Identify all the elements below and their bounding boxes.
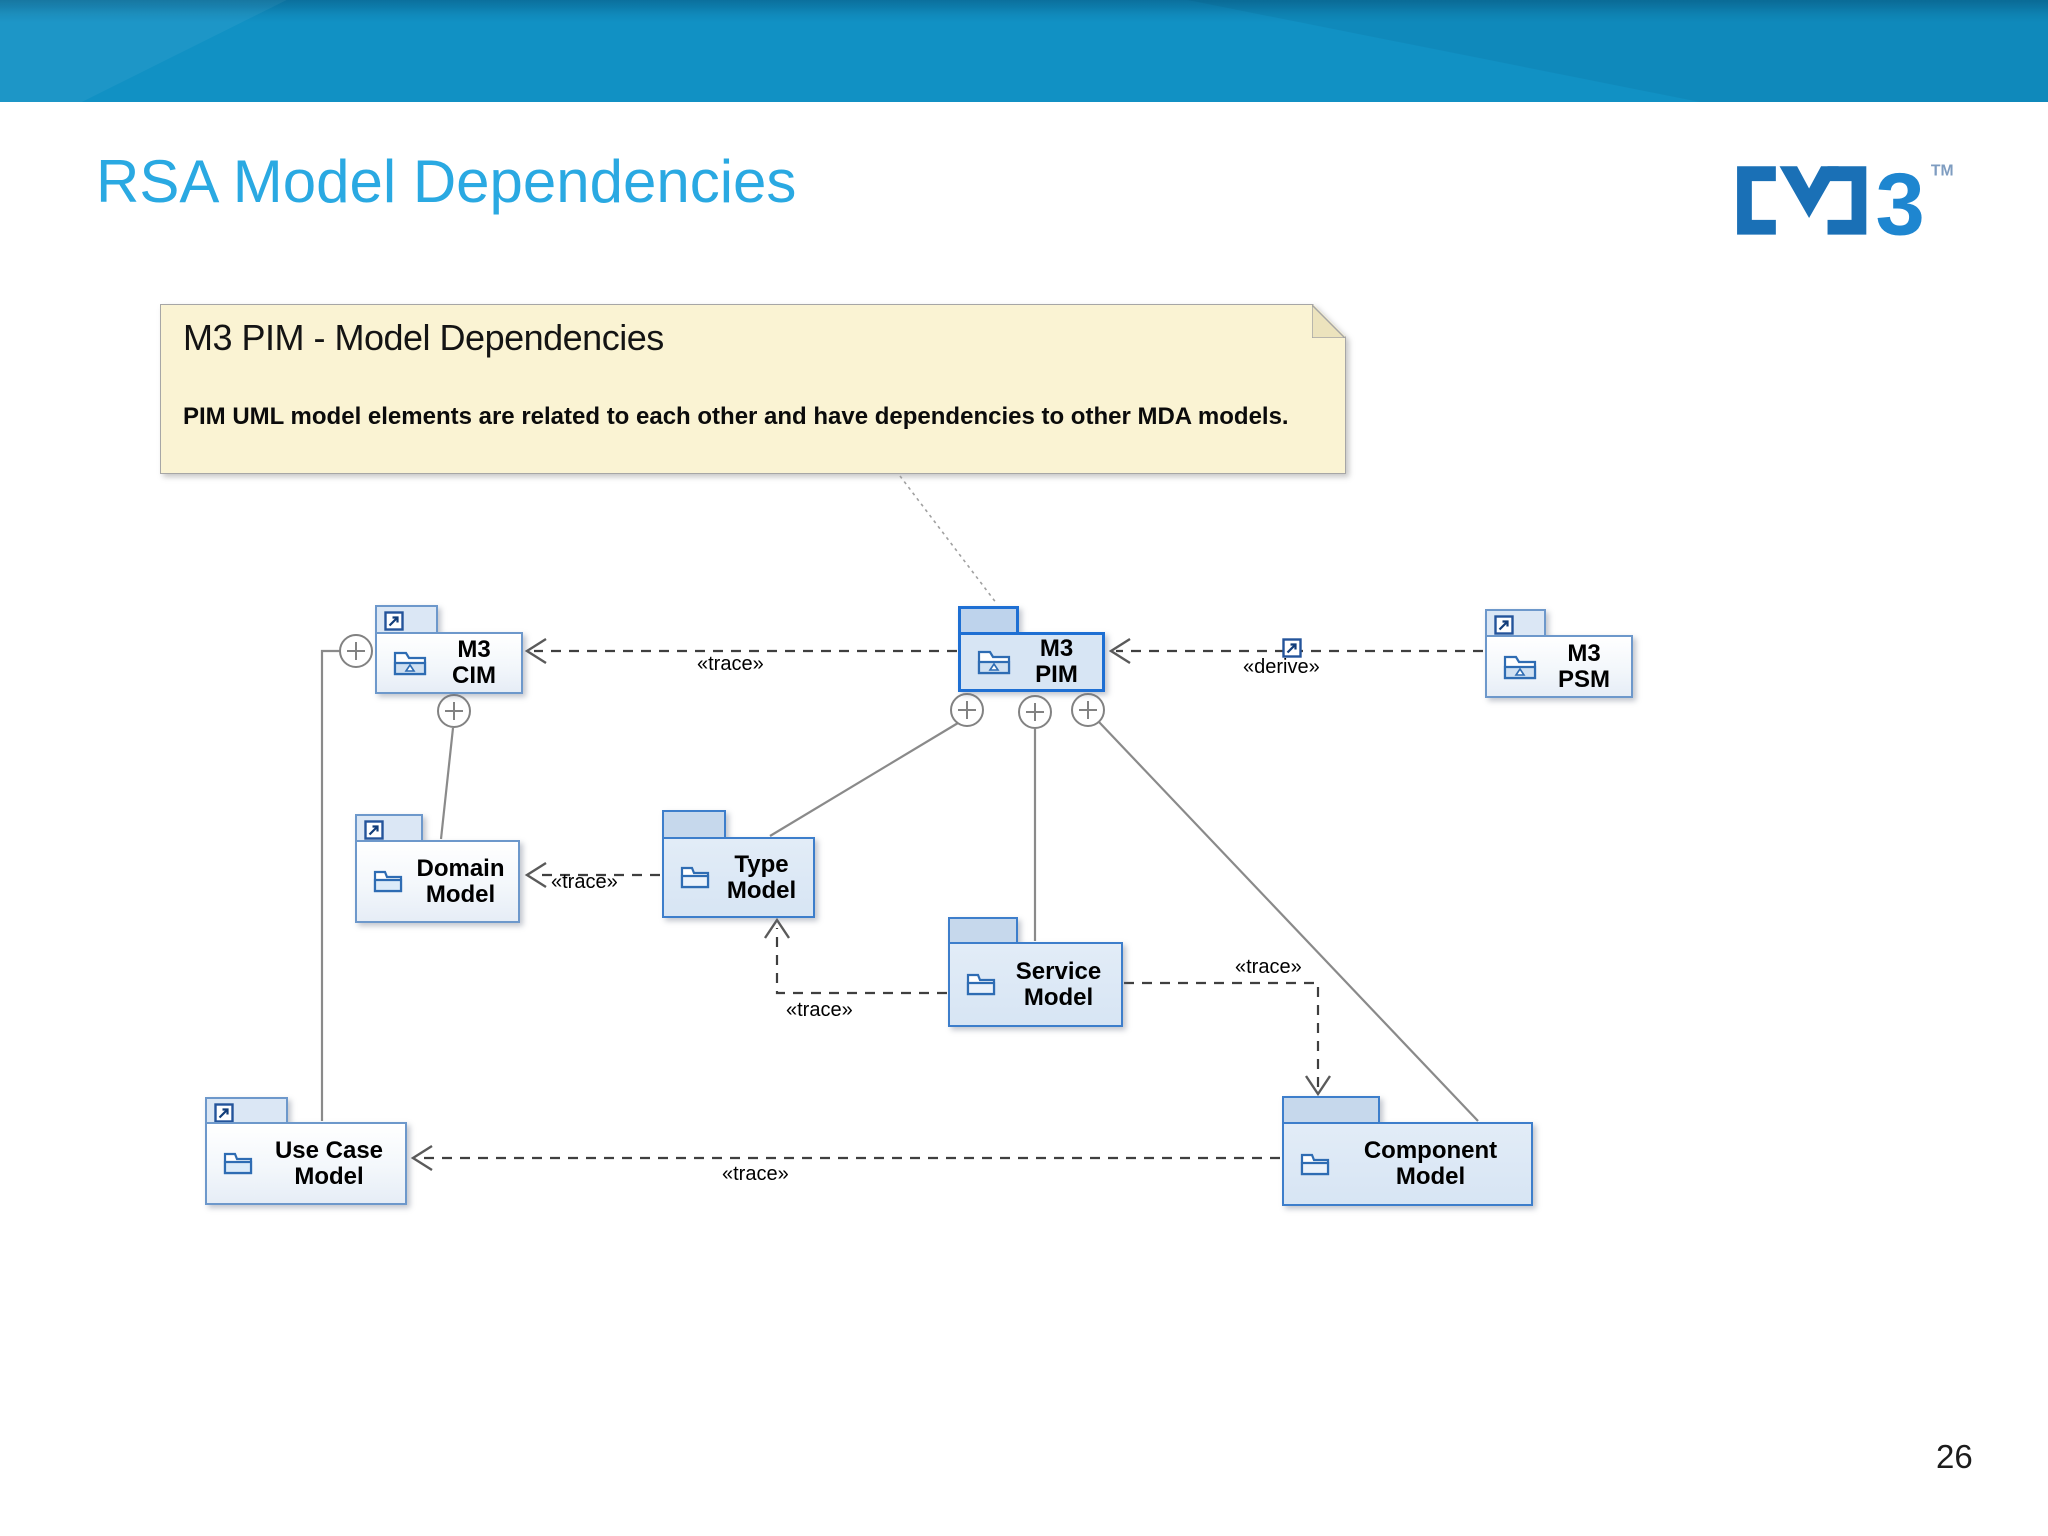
diagram-link-icon [384, 611, 404, 631]
note-fold-corner [1312, 305, 1345, 338]
diagram-link-icon [364, 820, 384, 840]
package-body: M3 CIM [375, 632, 523, 694]
package-tab [355, 814, 423, 840]
containment-plus-icon [437, 694, 471, 728]
package-tab [958, 606, 1019, 632]
diagram-link-icon [214, 1103, 234, 1123]
package-body: Domain Model [355, 840, 520, 923]
arrowhead [410, 1144, 433, 1172]
containment-cim-usecase [320, 649, 340, 1121]
package-tab [205, 1097, 288, 1123]
package-tab [1282, 1096, 1380, 1122]
trace-service-to-type [775, 928, 947, 995]
page-number: 26 [1936, 1438, 1973, 1475]
note-anchor-line [899, 475, 998, 605]
folder-icon [1300, 1153, 1330, 1175]
package-m3-cim[interactable]: M3 CIM [375, 605, 523, 694]
logo-m-glyph [1737, 166, 1867, 235]
model-folder-icon [393, 651, 427, 676]
logo-three: 3 [1876, 155, 1925, 250]
package-body: Service Model [948, 942, 1123, 1027]
stereotype-trace-service-type: «trace» [786, 999, 853, 1021]
package-m3-pim[interactable]: M3 PIM [958, 606, 1105, 692]
package-tab [948, 917, 1018, 942]
package-label: M3 PSM [1557, 639, 1610, 693]
page-title: RSA Model Dependencies [96, 148, 797, 215]
package-label: Service Model [1015, 957, 1102, 1011]
stereotype-derive-psm-pim: «derive» [1243, 656, 1320, 678]
package-label: M3 PIM [1035, 635, 1078, 688]
package-body: Use Case Model [205, 1122, 407, 1205]
m3-logo: 3 TM [1737, 155, 1954, 250]
package-body: Component Model [1282, 1122, 1533, 1206]
package-type-model[interactable]: Type Model [662, 810, 815, 918]
containment-plus-icon [1071, 693, 1105, 727]
package-label: Use Case Model [274, 1136, 384, 1190]
diagram-link-icon [1494, 615, 1514, 635]
containment-pim-component [1098, 721, 1479, 1122]
stereotype-trace-component-usecase: «trace» [722, 1163, 789, 1185]
folder-icon [680, 866, 710, 889]
note-title: M3 PIM - Model Dependencies [183, 317, 664, 358]
arrowhead [524, 637, 547, 665]
package-body: M3 PSM [1485, 635, 1633, 698]
diagram-link-icon [1282, 638, 1302, 658]
package-label: Component Model [1363, 1137, 1498, 1190]
containment-plus-icon [950, 693, 984, 727]
model-folder-icon [1503, 655, 1537, 679]
arrowhead [1108, 637, 1131, 665]
containment-plus-icons [339, 634, 1105, 729]
folder-icon [373, 870, 403, 893]
model-folder-icon [977, 650, 1011, 675]
stereotype-trace-pim-cim: «trace» [697, 653, 764, 675]
package-label: Domain Model [416, 854, 505, 908]
logo-tm: TM [1931, 163, 1954, 180]
package-body: M3 PIM [958, 632, 1105, 692]
containment-plus-icon [339, 634, 373, 668]
package-label: Type Model [726, 850, 797, 904]
header-banner [0, 0, 2048, 102]
trace-service-to-component [1124, 981, 1320, 1088]
package-service-model[interactable]: Service Model [948, 917, 1123, 1027]
package-tab [662, 810, 726, 837]
containment-pim-type [769, 722, 959, 837]
note-body: PIM UML model elements are related to ea… [183, 403, 1289, 430]
arrowhead [764, 917, 790, 939]
package-body: Type Model [662, 837, 815, 918]
package-use-case-model[interactable]: Use Case Model [205, 1097, 407, 1205]
package-tab [1485, 609, 1546, 635]
uml-note-shape: M3 PIM - Model Dependencies PIM UML mode… [160, 304, 1346, 474]
package-component-model[interactable]: Component Model [1282, 1096, 1533, 1206]
package-domain-model[interactable]: Domain Model [355, 814, 520, 923]
arrowhead [1305, 1075, 1331, 1097]
package-m3-psm[interactable]: M3 PSM [1485, 609, 1633, 698]
containment-cim-domain [439, 727, 455, 840]
folder-icon [223, 1152, 253, 1175]
stereotype-trace-service-component: «trace» [1235, 956, 1302, 978]
package-label: M3 CIM [452, 636, 496, 689]
package-tab [375, 605, 438, 632]
banner-texture [0, 0, 2048, 102]
folder-icon [966, 973, 996, 996]
uml-note[interactable]: M3 PIM - Model Dependencies PIM UML mode… [160, 304, 1346, 474]
arrowhead [524, 861, 547, 889]
containment-plus-icon [1018, 695, 1052, 729]
stereotype-trace-type-domain: «trace» [551, 871, 618, 893]
